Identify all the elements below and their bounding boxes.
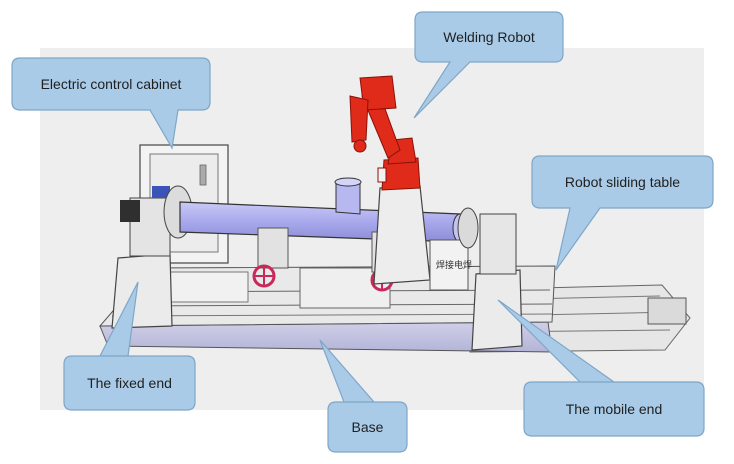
callout-mobile-end (497, 299, 705, 437)
welding-robot (349, 75, 421, 191)
mobile-end-tailstock (457, 207, 523, 351)
callout-welding-robot (413, 11, 564, 119)
machine-plate-text: 焊接电焊 (436, 259, 472, 271)
roller-support-left (252, 227, 289, 288)
robot-pedestal: 焊接电焊 (373, 185, 472, 291)
callout-fixed-end (63, 281, 196, 411)
callout-base (319, 339, 408, 453)
callout-robot-sliding-table (531, 155, 714, 271)
callout-electric-cabinet (11, 57, 211, 150)
